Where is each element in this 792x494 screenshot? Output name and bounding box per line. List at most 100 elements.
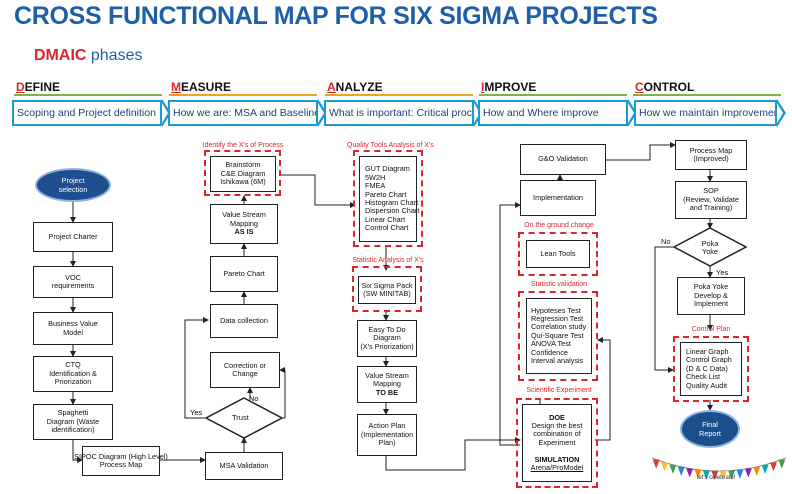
vsm-line-2: Mapping	[230, 218, 258, 228]
tool-item: Dispersion Chart	[365, 206, 420, 216]
statistic-validation-label: Statistic validation	[530, 281, 588, 288]
arrow-poka-no-plan	[654, 246, 675, 373]
tool-item: Pareto Chart	[365, 189, 407, 199]
brainstorm-line-1: Brainstorm	[225, 160, 261, 170]
ctq-line-1: CTQ	[65, 360, 81, 370]
vsm-tobe-line-2: Mapping	[373, 379, 401, 389]
phase-define-rest: EFINE	[24, 80, 61, 94]
ctq-line-3: Priorization	[54, 377, 92, 387]
sop-line-3: and Training)	[689, 203, 733, 213]
bunting-flag	[744, 468, 752, 478]
phase-measure-rest: EASURE	[181, 80, 232, 94]
bunting-flag	[753, 466, 761, 476]
msa-label: MSA Validation	[219, 460, 269, 470]
trust-decision-diamond	[204, 397, 284, 439]
msa-validation-box: MSA Validation	[205, 452, 283, 480]
easy-line-3: (X's Priorization)	[360, 341, 414, 351]
action-line-3: Plan)	[378, 438, 396, 448]
bunting-flag	[728, 470, 736, 480]
voc-line-2: requirements	[51, 281, 95, 290]
project-charter-box: Project Charter	[33, 222, 113, 252]
test-item: Regression Test	[531, 314, 584, 324]
pmap-line-2: (Improved)	[693, 154, 729, 163]
phase-analyze-banner: What is important: Critical process	[324, 100, 474, 126]
simulation-title: SIMULATION	[534, 454, 580, 464]
control-plan-dashed-group	[673, 336, 749, 402]
vsm-tobe-line-3: TO BE	[375, 387, 399, 397]
phase-improve-rest: MPROVE	[484, 80, 537, 94]
plan-item: Check List	[686, 372, 721, 382]
phase-measure-heading: MEASURE	[171, 80, 231, 94]
arrow-doe-tests-right	[595, 337, 611, 441]
bunting-flag	[694, 469, 702, 479]
tool-item: Histogram Chart	[365, 198, 419, 207]
poka-yoke-decision-diamond	[672, 227, 748, 267]
phase-control-heading: CONTROL	[635, 80, 694, 94]
spaghetti-line-1: Spaghetti	[57, 408, 89, 418]
data-collection-box: Data collection	[210, 304, 278, 338]
bunting-flag	[661, 462, 669, 472]
bunting-flag	[711, 470, 719, 480]
control-plan-box: Linear Graph Control Graph (D & C Data) …	[680, 342, 742, 396]
pokadev-line-1: Poka Yoke	[693, 282, 729, 292]
analyze-tools-dashed-group	[353, 150, 423, 247]
bunting-flag	[761, 464, 769, 474]
poka-yes-label: Yes	[716, 268, 729, 277]
control-plan-label: Control Plan	[691, 326, 731, 333]
doe-simulation-box: DOE Design the best combination of Exper…	[522, 404, 592, 482]
phase-analyze-heading: ANALYZE	[327, 80, 383, 94]
final-line-2: Report	[699, 429, 721, 438]
phase-control-divider	[633, 94, 781, 96]
analyze-tools-label: Quality Tools Analysis of X's	[347, 142, 434, 149]
action-line-1: Action Plan	[368, 421, 406, 431]
quality-tools-list: GUT Diagram 5W2H FMEA Pareto Chart Histo…	[359, 156, 420, 242]
go-validation-box: G&O Validation	[520, 144, 606, 175]
final-line-1: Final	[702, 420, 718, 429]
phase-measure-divider	[169, 94, 317, 96]
statistic-tests-box: Hypoteses Test Regression Test Correlati…	[526, 298, 592, 374]
phase-define-initial: D	[16, 80, 25, 94]
go-label: G&O Validation	[538, 154, 588, 164]
phase-improve-divider	[479, 94, 627, 96]
phase-improve-banner: How and Where improve	[478, 100, 628, 126]
sixsigma-line-2: (SW MINITAB)	[363, 289, 411, 298]
test-item: ANOVA Test	[531, 339, 571, 349]
tool-item: GUT Diagram	[365, 164, 410, 174]
bunting-flag	[686, 468, 694, 478]
statistic-analysis-label: Statistic Analysis of X's	[352, 257, 424, 264]
pareto-chart-box: Pareto Chart	[210, 256, 278, 292]
six-sigma-pack-box: Six Sigma Pack(SW MINITAB)	[358, 276, 416, 304]
bunting-flag	[719, 470, 727, 480]
arrow-brainstorm-analyze	[279, 174, 356, 208]
bunting-flag	[652, 459, 660, 469]
trust-label: Trust	[232, 413, 249, 422]
datacol-label: Data collection	[220, 315, 268, 325]
brainstorm-line-3: Ishikawa (6M)	[220, 177, 266, 187]
pokadev-line-3: Implement	[693, 299, 729, 309]
lean-label: Lean Tools	[540, 248, 576, 258]
simulation-tools: Arena/ProModel	[530, 462, 584, 472]
tool-item: FMEA	[365, 181, 386, 191]
plan-item: (D & C Data)	[686, 363, 728, 373]
correction-line-2: Change	[232, 369, 258, 378]
test-item: Correlation study	[531, 322, 587, 332]
sop-line-2: (Review, Validate	[683, 194, 739, 204]
phase-define-banner: Scoping and Project definition	[12, 100, 162, 126]
subtitle-rest: phases	[86, 47, 143, 64]
ctq-line-2: Identification &	[49, 368, 97, 378]
bunting-flag	[736, 469, 744, 479]
arrow-trust-yes-datacol	[184, 317, 209, 419]
start-line-2: selection	[58, 185, 88, 194]
bunting-flag	[702, 470, 710, 480]
phase-measure-banner: How we are: MSA and Baseline	[168, 100, 318, 126]
